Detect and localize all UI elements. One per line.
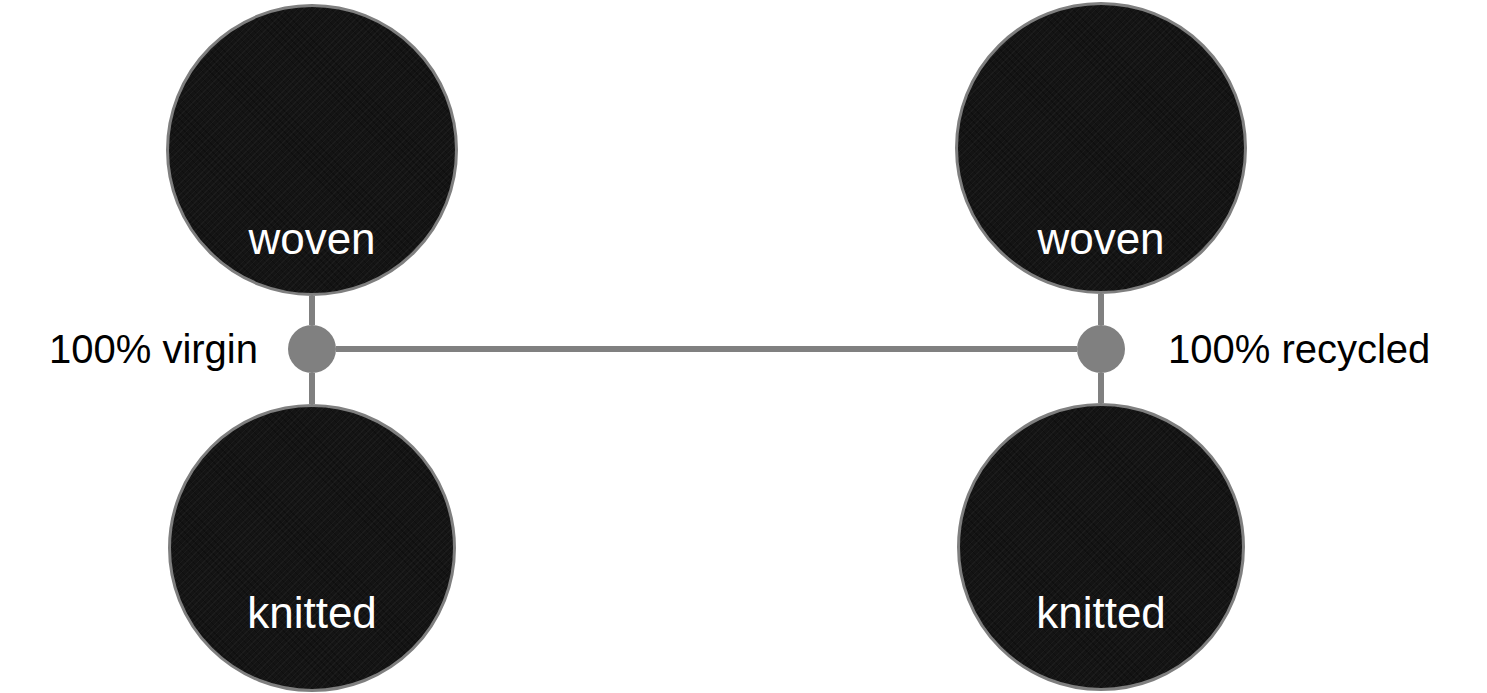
connector-stroke <box>309 373 315 404</box>
connector-stroke <box>309 296 315 325</box>
connector-stroke <box>336 346 1077 352</box>
fabric-type-label: woven <box>1037 213 1164 266</box>
fabric-swatch-circle: woven <box>166 4 458 296</box>
fabric-swatch-circle: woven <box>955 2 1247 294</box>
connector-stroke <box>1098 373 1104 403</box>
junction-dot: 100% recycled <box>1077 325 1125 373</box>
fabric-type-label: knitted <box>247 587 377 640</box>
connector-line <box>312 373 313 404</box>
fabric-type-label: knitted <box>1036 587 1166 640</box>
material-label: 100% virgin <box>49 325 258 373</box>
connector-line <box>312 296 313 325</box>
connector-line <box>1101 373 1102 403</box>
fabric-type-label: woven <box>248 213 375 266</box>
junction-dot: 100% virgin <box>288 325 336 373</box>
connector-line <box>336 349 1077 350</box>
fabric-swatch-circle: knitted <box>168 404 456 692</box>
connector-stroke <box>1098 294 1104 325</box>
material-label: 100% recycled <box>1168 325 1430 373</box>
fabric-swatch-circle: knitted <box>957 403 1245 691</box>
connector-line <box>1101 294 1102 325</box>
